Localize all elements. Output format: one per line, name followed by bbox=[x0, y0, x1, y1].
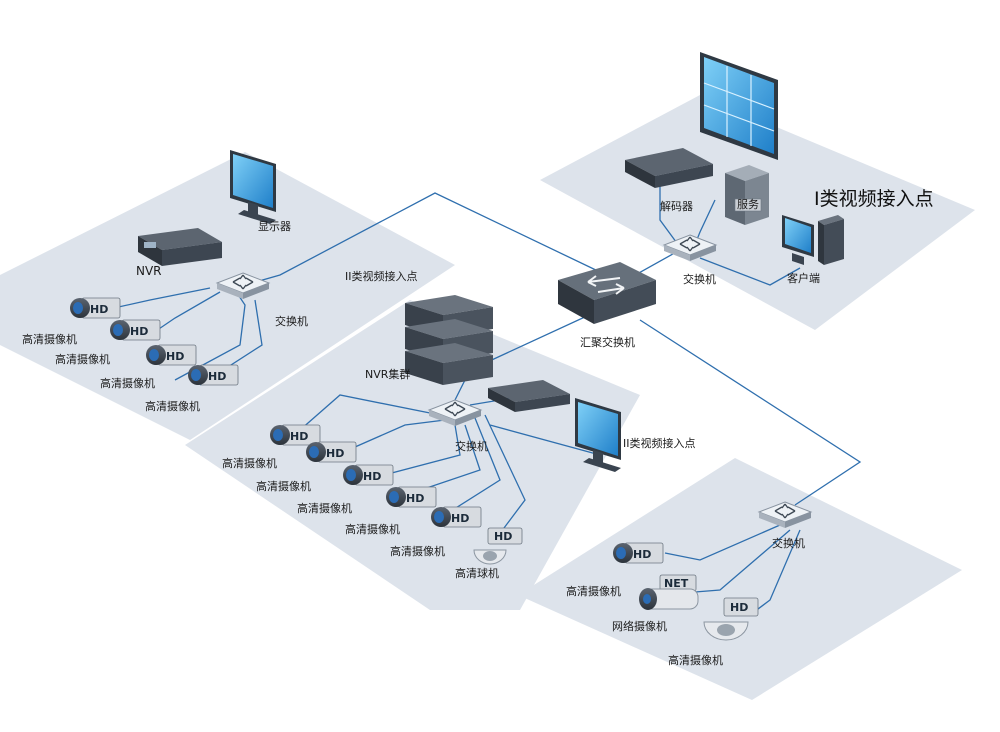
hd-camera-center-4: HD bbox=[385, 486, 437, 508]
label-switch-top-right: 交换机 bbox=[683, 272, 716, 286]
label-client: 客户端 bbox=[787, 271, 820, 285]
hd-badge: HD bbox=[633, 548, 651, 561]
label-hd-camera-center-4: 高清摄像机 bbox=[345, 522, 400, 536]
label-hd-camera-center-2: 高清摄像机 bbox=[256, 479, 311, 493]
label-switch-center: 交换机 bbox=[455, 439, 488, 453]
label-decoder: 解码器 bbox=[660, 199, 693, 213]
hd-badge: HD bbox=[90, 303, 108, 316]
hd-camera-left-1: HD bbox=[69, 297, 121, 319]
hd-badge: HD bbox=[730, 601, 748, 614]
label-hd-camera-center-1: 高清摄像机 bbox=[222, 456, 277, 470]
hd-badge: HD bbox=[166, 350, 184, 363]
decoder-center bbox=[488, 380, 570, 412]
hd-dome-bottom-right: HD bbox=[703, 597, 759, 641]
hd-camera-left-4: HD bbox=[187, 364, 239, 386]
core-switch bbox=[558, 262, 656, 324]
hd-camera-center-1: HD bbox=[269, 424, 321, 446]
label-hd-camera-center-3: 高清摄像机 bbox=[297, 501, 352, 515]
net-badge: NET bbox=[664, 577, 689, 590]
hd-badge: HD bbox=[326, 447, 344, 460]
label-hd-dome: 高清球机 bbox=[455, 566, 499, 580]
hd-badge: HD bbox=[363, 470, 381, 483]
label-nvr: NVR bbox=[136, 264, 162, 278]
label-class2-access-top: II类视频接入点 bbox=[345, 269, 418, 283]
label-hd-camera-left-3: 高清摄像机 bbox=[100, 376, 155, 390]
label-hd-camera-left-1: 高清摄像机 bbox=[22, 332, 77, 346]
hd-camera-center-3: HD bbox=[342, 464, 394, 486]
label-hd-camera-bottom-right: 高清摄像机 bbox=[566, 584, 621, 598]
hd-badge: HD bbox=[208, 370, 226, 383]
hd-camera-left-3: HD bbox=[145, 344, 197, 366]
platform-center bbox=[185, 300, 640, 610]
server-tower bbox=[725, 165, 769, 225]
label-hd-camera-bottom-dome: 高清摄像机 bbox=[668, 653, 723, 667]
hd-camera-left-2: HD bbox=[109, 319, 161, 341]
platform-left bbox=[0, 152, 455, 440]
label-core-switch: 汇聚交换机 bbox=[580, 335, 635, 349]
label-hd-camera-left-4: 高清摄像机 bbox=[145, 399, 200, 413]
label-hd-camera-center-5: 高清摄像机 bbox=[390, 544, 445, 558]
hd-badge: HD bbox=[451, 512, 469, 525]
client-pc bbox=[782, 215, 844, 265]
label-hd-camera-left-2: 高清摄像机 bbox=[55, 352, 110, 366]
net-camera: NET bbox=[639, 574, 699, 610]
platform-bottom-right bbox=[518, 458, 962, 700]
label-class1-access: I类视频接入点 bbox=[814, 188, 934, 210]
label-net-camera: 网络摄像机 bbox=[612, 619, 667, 633]
label-display: 显示器 bbox=[258, 220, 291, 233]
hd-badge: HD bbox=[406, 492, 424, 505]
nvr-device bbox=[138, 228, 222, 266]
label-class2-access-side: II类视频接入点 bbox=[623, 436, 696, 450]
hd-camera-center-5: HD bbox=[430, 506, 482, 528]
label-nvr-cluster: NVR集群 bbox=[365, 367, 410, 381]
hd-badge: HD bbox=[130, 325, 148, 338]
hd-badge: HD bbox=[494, 530, 512, 543]
hd-camera-bottom-right: HD bbox=[612, 542, 664, 564]
hd-dome-center: HD bbox=[473, 527, 523, 565]
decoder-top bbox=[625, 148, 713, 188]
label-switch-left: 交换机 bbox=[275, 314, 308, 328]
label-switch-bottom-right: 交换机 bbox=[772, 536, 805, 550]
hd-badge: HD bbox=[290, 430, 308, 443]
label-server: 服务 bbox=[737, 198, 759, 211]
hd-camera-center-2: HD bbox=[305, 441, 357, 463]
nvr-cluster bbox=[405, 295, 493, 385]
video-wall bbox=[700, 52, 778, 160]
